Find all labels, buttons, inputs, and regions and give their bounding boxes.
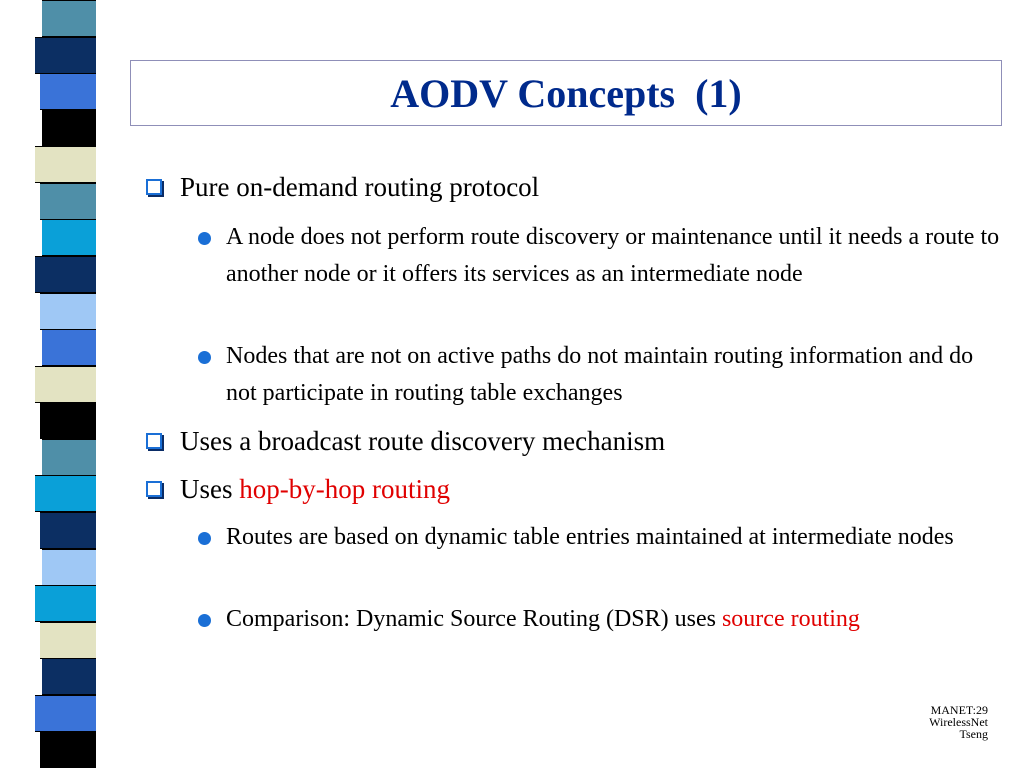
- stripe-segment: [35, 146, 96, 183]
- bullet-text: Nodes that are not on active paths do no…: [226, 343, 974, 406]
- round-bullet-icon: [198, 351, 211, 364]
- bullet-text-prefix: Uses: [180, 474, 240, 504]
- stripe-segment: [42, 329, 96, 366]
- bullet-level2: Comparison: Dynamic Source Routing (DSR)…: [198, 601, 1006, 638]
- stripe-segment: [42, 549, 96, 586]
- bullet-text: Uses a broadcast route discovery mechani…: [180, 426, 666, 456]
- stripe-segment: [42, 219, 96, 256]
- slide-title: AODV Concepts (1): [390, 70, 742, 116]
- stripe-segment: [42, 0, 96, 37]
- stripe-segment: [40, 73, 96, 110]
- bullet-level1: Pure on-demand routing protocol: [146, 172, 540, 203]
- bullet-level2: A node does not perform route discovery …: [198, 219, 1006, 293]
- title-box: AODV Concepts (1): [130, 60, 1002, 126]
- footer-line: Tseng: [959, 727, 989, 741]
- round-bullet-icon: [198, 532, 211, 545]
- bullet-level2: Routes are based on dynamic table entrie…: [198, 519, 1006, 556]
- highlighted-term: hop-by-hop routing: [239, 474, 450, 504]
- footer-line: WirelessNet: [929, 715, 988, 729]
- square-bullet-icon: [146, 433, 162, 449]
- stripe-segment: [40, 402, 96, 439]
- stripe-segment: [35, 585, 96, 622]
- bullet-level1: Uses hop-by-hop routing: [146, 474, 450, 505]
- footer-line: MANET:29: [930, 703, 988, 717]
- bullet-text: Routes are based on dynamic table entrie…: [226, 524, 954, 550]
- round-bullet-icon: [198, 232, 211, 245]
- stripe-segment: [35, 256, 96, 293]
- stripe-segment: [35, 695, 96, 732]
- stripe-segment: [42, 658, 96, 695]
- bullet-text: A node does not perform route discovery …: [226, 224, 1000, 287]
- stripe-segment: [40, 293, 96, 330]
- square-bullet-icon: [146, 481, 162, 497]
- round-bullet-icon: [198, 614, 211, 627]
- highlighted-term: source routing: [721, 606, 860, 632]
- bullet-level1: Uses a broadcast route discovery mechani…: [146, 426, 666, 457]
- bullet-text: Pure on-demand routing protocol: [180, 172, 540, 202]
- stripe-segment: [35, 475, 96, 512]
- stripe-segment: [40, 731, 96, 768]
- bullet-level2: Nodes that are not on active paths do no…: [198, 338, 1006, 412]
- slide-footer: MANET:29 WirelessNet Tseng: [929, 704, 988, 740]
- bullet-text-prefix: Comparison: Dynamic Source Routing (DSR)…: [226, 606, 722, 632]
- stripe-segment: [40, 512, 96, 549]
- decorative-stripe: [0, 0, 120, 768]
- square-bullet-icon: [146, 179, 162, 195]
